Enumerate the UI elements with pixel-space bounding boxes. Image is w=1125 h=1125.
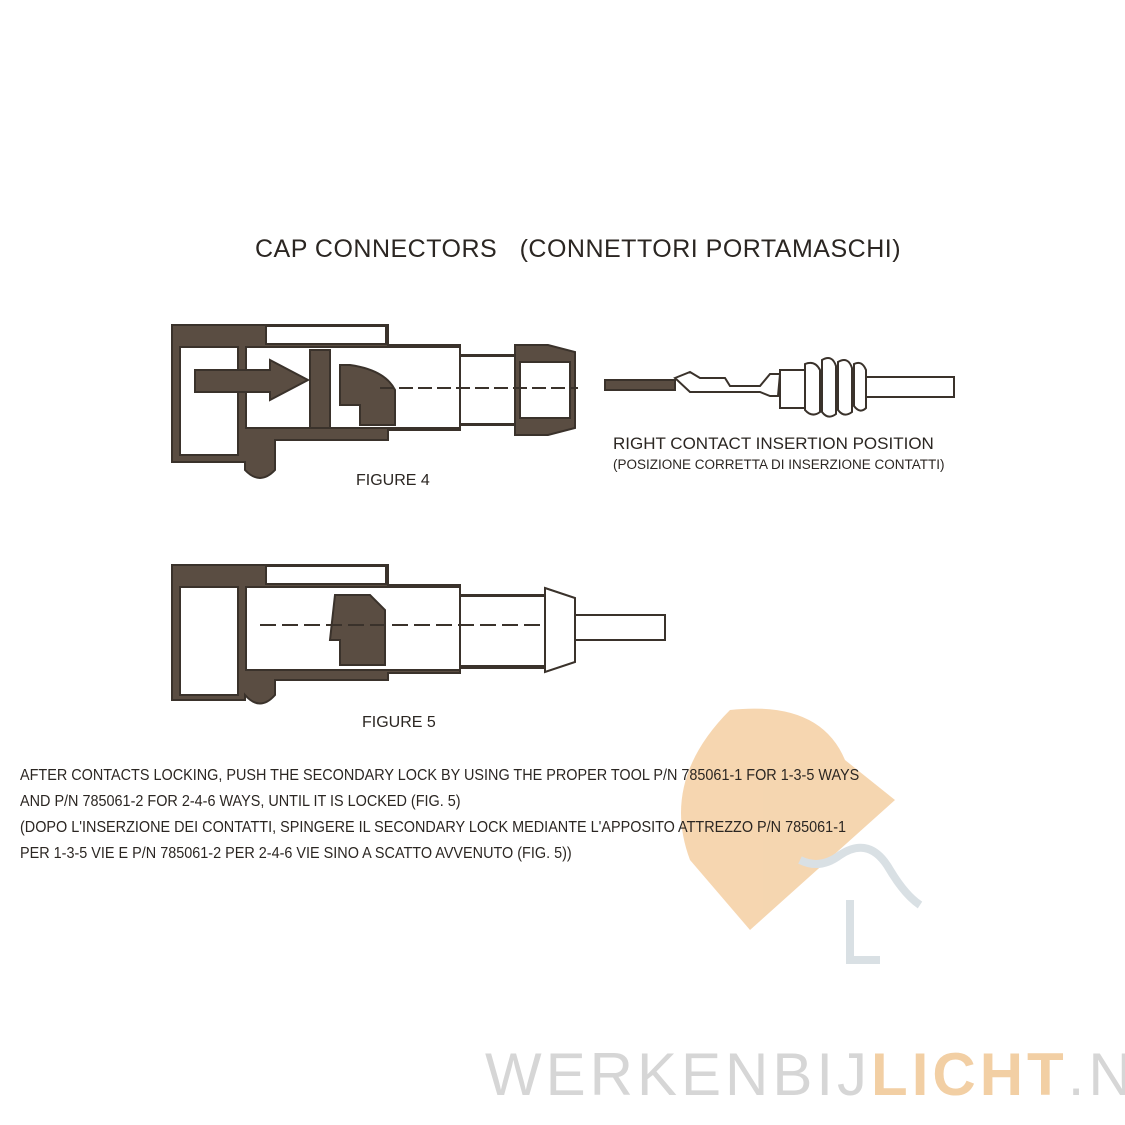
wordmark-suffix: .NL [1067, 1041, 1125, 1108]
watermark-wordmark: WERKENBIJLICHT.NL [485, 1040, 1125, 1109]
arrow-icon [194, 358, 311, 402]
figure5-connector-drawing [171, 564, 666, 705]
page-title: CAP CONNECTORS (CONNETTORI PORTAMASCHI) [255, 235, 902, 263]
figure4-connector-drawing [171, 324, 578, 479]
figure4-label: FIGURE 4 [356, 472, 430, 489]
instruction-line: AFTER CONTACTS LOCKING, PUSH THE SECONDA… [20, 767, 860, 784]
watermark-logo [681, 708, 923, 964]
figure5-label: FIGURE 5 [362, 714, 436, 731]
contact-drawing [604, 357, 955, 418]
wordmark-highlight: LICHT [871, 1041, 1068, 1108]
contact-position-label-italian: (POSIZIONE CORRETTA DI INSERZIONE CONTAT… [613, 457, 945, 472]
wordmark-prefix: WERKENBIJ [485, 1041, 872, 1108]
instruction-text: AFTER CONTACTS LOCKING, PUSH THE SECONDA… [20, 763, 859, 867]
instruction-line: (DOPO L'INSERZIONE DEI CONTATTI, SPINGER… [20, 819, 847, 836]
instruction-line: PER 1-3-5 VIE E P/N 785061-2 PER 2-4-6 V… [20, 845, 572, 862]
instruction-line: AND P/N 785061-2 FOR 2-4-6 WAYS, UNTIL I… [20, 793, 461, 810]
contact-position-label: RIGHT CONTACT INSERTION POSITION [613, 434, 934, 453]
